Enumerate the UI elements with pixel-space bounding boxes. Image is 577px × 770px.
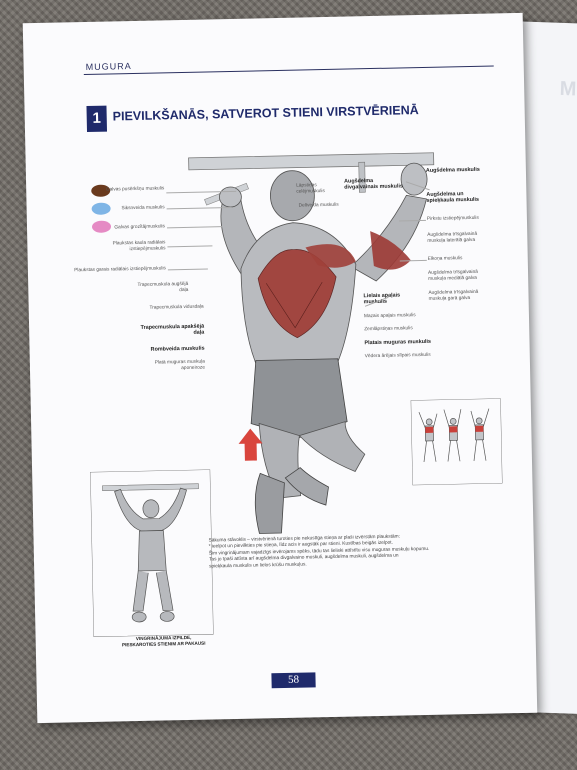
label-right-4: Augšdelma trīsgalvainā muskuļa laterālā … xyxy=(427,231,478,244)
label-right-5: Elkoņa muskulis xyxy=(427,256,463,262)
label-right-10: Zemlāpstiņas muskulis xyxy=(364,326,413,333)
left-hand xyxy=(219,186,242,208)
label-right-7: Augšdelma trīsgalvainā muskuļa garā galv… xyxy=(428,289,479,302)
head xyxy=(269,170,315,222)
label-right-0: Augšdelma divgalvainais muskulis xyxy=(344,178,404,191)
exercise-description: Sākuma stāvoklis – virstvērienā turoties… xyxy=(208,534,430,570)
exercise-title: PIEVILKŠANĀS, SATVEROT STIENI VIRSTVĒRIE… xyxy=(112,103,419,124)
label-right-6: Augšdelma trīsgalvainā muskuļa mediālā g… xyxy=(427,269,478,282)
label-left-8: Rombveida muskulis xyxy=(150,345,205,353)
sequence-figure xyxy=(410,398,503,486)
figure-caption: VINGRINĀJUMA IZPILDE, PIESKAROTIES STIEN… xyxy=(121,634,206,647)
legend-swatch-blue xyxy=(91,202,111,215)
book-page: MUGURA 1 PIEVILKŠANĀS, SATVEROT STIENI V… xyxy=(22,12,538,724)
left-shoe xyxy=(254,472,285,534)
label-left-7: Trapecmuskula apakšējā daļa xyxy=(140,323,205,336)
label-right-2: Augšdelma un spieķkaula muskulis xyxy=(426,191,480,204)
label-center-0: Lāpstiņas celējmuskulis xyxy=(296,183,325,195)
right-shoe xyxy=(284,467,329,506)
latissimus-highlight xyxy=(257,249,337,339)
running-head: MUGURA xyxy=(85,61,132,73)
label-left-2: Galvas grozītājmuskulis xyxy=(114,224,166,231)
label-right-1: Augšdelma muskulis xyxy=(425,166,480,174)
exercise-number-badge: 1 xyxy=(86,105,108,132)
label-right-9: Mazais apaļais muskulis xyxy=(363,313,416,320)
teres-highlight xyxy=(305,244,356,268)
label-left-3: Plaukstas kaula radiālais izstiepējmusku… xyxy=(112,240,166,252)
behind-neck-figure xyxy=(90,469,214,637)
label-left-9: Platā muguras muskuļa aponeiroze xyxy=(154,359,206,371)
label-left-1: Siksnveida muskulis xyxy=(121,205,165,212)
label-right-3: Pirkstu izstiepējmuskulis xyxy=(426,215,479,222)
arrow-up-icon xyxy=(238,428,263,461)
legend-swatch-pink xyxy=(91,220,112,233)
right-hand xyxy=(400,162,428,196)
label-center-1: Deltveida muskulis xyxy=(298,202,339,209)
right-leg xyxy=(298,421,366,472)
page-number: 58 xyxy=(271,672,316,689)
header-rule xyxy=(83,65,494,76)
label-left-5: Trapecmuskula augšējā daļa xyxy=(137,281,189,293)
facing-page-heading: MUGURA xyxy=(559,77,577,104)
